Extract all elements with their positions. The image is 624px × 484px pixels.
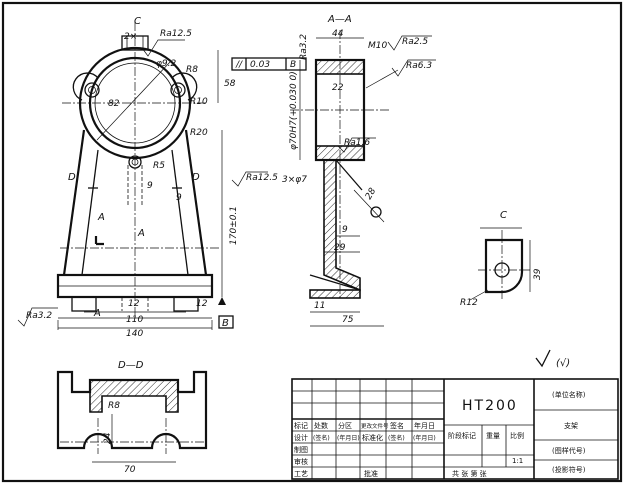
dim-12a: 12 xyxy=(128,299,140,309)
svg-text:批准: 批准 xyxy=(364,469,378,478)
svg-text:标记: 标记 xyxy=(294,421,308,430)
svg-text:处数: 处数 xyxy=(314,421,328,430)
section-c-label: C xyxy=(134,16,141,27)
proj-no: (投影符号) xyxy=(552,465,586,474)
thread-m10: M10 xyxy=(368,41,387,51)
dim-24: 24 xyxy=(103,432,113,444)
svg-text:(签名): (签名) xyxy=(388,434,405,442)
datum-b: B xyxy=(222,318,229,329)
dim-r8-dd: R8 xyxy=(108,401,120,411)
view-c xyxy=(469,227,531,301)
dim-r10: R10 xyxy=(190,97,208,107)
title-block-rows: 标记 处数 分区 更改文件号 签名 年月日 设计 (签名) (年月日) 标准化 … xyxy=(294,421,436,478)
part-name: 支架 xyxy=(564,421,578,430)
material: HT200 xyxy=(462,398,518,414)
scale-value: 1:1 xyxy=(512,457,523,465)
dim-82: 82 xyxy=(108,99,120,109)
dim-39: 39 xyxy=(533,268,543,280)
roughness-general: (√) xyxy=(556,358,570,369)
svg-text:更改文件号: 更改文件号 xyxy=(361,422,389,430)
dim-r20: R20 xyxy=(190,128,208,138)
unit-name: (单位名称) xyxy=(552,390,586,399)
dim-70: 70 xyxy=(124,465,136,475)
roughness-125: Ra12.5 xyxy=(246,173,278,183)
weight-label: 重量 xyxy=(486,432,500,440)
view-c-label: C xyxy=(500,210,507,221)
dim-9-side: 9 xyxy=(342,225,348,235)
roughness-63: Ra6.3 xyxy=(406,61,432,71)
label-a2: A xyxy=(137,228,145,239)
scale-label: 比例 xyxy=(510,431,524,440)
label-a3: A xyxy=(93,308,101,319)
svg-text:(签名): (签名) xyxy=(313,434,330,442)
section-aa-label: A—A xyxy=(327,14,352,25)
dim-22: 22 xyxy=(332,83,344,93)
svg-text:标准化: 标准化 xyxy=(362,433,383,442)
roughness-25: Ra2.5 xyxy=(402,37,428,47)
dim-75: 75 xyxy=(342,315,354,325)
svg-text:签名: 签名 xyxy=(390,421,404,430)
svg-text:分区: 分区 xyxy=(338,421,352,430)
svg-text:(年月日): (年月日) xyxy=(413,434,436,442)
svg-text:制图: 制图 xyxy=(294,445,308,454)
dim-29: 29 xyxy=(334,243,346,253)
roughness-top: Ra12.5 xyxy=(160,29,192,39)
side-view xyxy=(231,30,436,327)
dim-110: 110 xyxy=(126,315,143,325)
roughness-check-icon xyxy=(535,349,551,368)
section-dd-label: D—D xyxy=(118,360,144,371)
svg-text:工艺: 工艺 xyxy=(294,470,308,478)
svg-text:审核: 审核 xyxy=(294,457,308,466)
bore-dim: φ70H7(+0.030 0) xyxy=(289,71,299,150)
dim-44: 44 xyxy=(332,29,344,39)
stage-label: 阶段标记 xyxy=(448,431,476,440)
dim-140: 140 xyxy=(126,329,143,339)
dim-11: 11 xyxy=(314,301,325,311)
drawing-no: (图样代号) xyxy=(552,446,586,455)
dim-r5: R5 xyxy=(153,161,165,171)
dim-9b: 9 xyxy=(176,193,182,203)
sheet-count: 共 张 第 张 xyxy=(452,469,487,478)
section-dd xyxy=(56,370,208,463)
svg-text:年月日: 年月日 xyxy=(414,421,435,430)
label-d-left: D xyxy=(68,172,76,183)
holes-3x7: 3×φ7 xyxy=(282,175,307,185)
label-a1: A xyxy=(97,212,105,223)
dim-2x: 2× xyxy=(124,32,137,42)
roughness-16: Ra1.6 xyxy=(344,138,370,148)
dim-r12: R12 xyxy=(460,298,478,308)
dim-phi92: φ9.2 xyxy=(156,59,177,69)
dim-r8: R8 xyxy=(186,65,198,75)
dim-58: 58 xyxy=(224,79,236,89)
tol-symbol: // xyxy=(235,60,243,70)
dim-9: 9 xyxy=(147,181,153,191)
tol-value: 0.03 xyxy=(250,60,270,70)
svg-text:设计: 设计 xyxy=(294,433,308,442)
dim-170: 170±0.1 xyxy=(229,206,239,245)
svg-text:(年月日): (年月日) xyxy=(337,434,360,442)
roughness-base: Ra3.2 xyxy=(26,311,52,321)
tol-datum: B xyxy=(290,60,296,70)
roughness-32: Ra3.2 xyxy=(299,34,309,60)
dim-12b: 12 xyxy=(196,299,208,309)
title-block xyxy=(291,378,619,480)
front-view xyxy=(17,22,234,330)
dim-28: 28 xyxy=(364,186,379,201)
label-d-right: D xyxy=(192,172,200,183)
